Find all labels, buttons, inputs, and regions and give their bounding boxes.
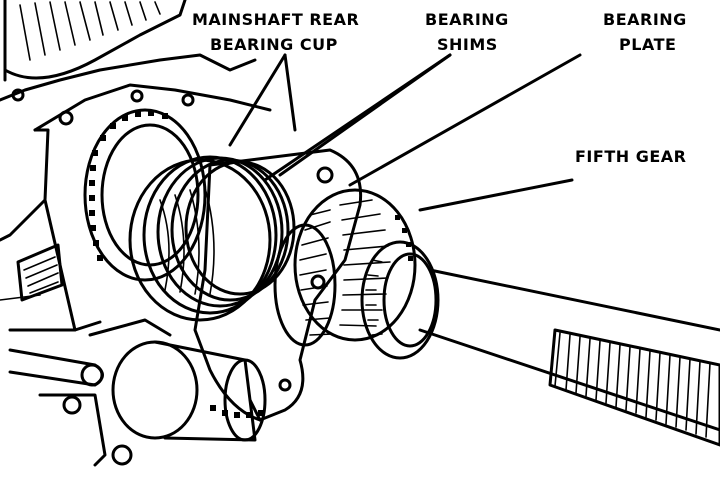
shift-lever	[8, 318, 172, 467]
mainshaft	[418, 268, 720, 447]
leader-bearing-shims-2	[278, 53, 452, 177]
transmission-case	[0, 53, 272, 332]
shaft-collar	[360, 240, 440, 360]
leader-bearing-plate	[348, 53, 582, 187]
label-mainshaft-rear-line1: MAINSHAFT REAR	[192, 10, 359, 29]
label-bearing-plate-line1: BEARING	[603, 10, 687, 29]
leader-mainshaft-rear-2	[283, 53, 297, 132]
label-bearing-shims-line1: BEARING	[425, 10, 509, 29]
label-bearing-plate-line2: PLATE	[619, 35, 676, 54]
upper-gear-fragment	[3, 0, 187, 82]
label-fifth-gear: FIFTH GEAR	[575, 147, 686, 166]
leader-lines	[228, 53, 582, 212]
label-bearing-shims-line2: SHIMS	[437, 35, 498, 54]
fifth-gear	[273, 188, 417, 347]
leader-fifth-gear	[418, 178, 574, 212]
label-mainshaft-rear-line2: BEARING CUP	[210, 35, 338, 54]
bearing-shim-stack	[128, 155, 296, 322]
callout-labels: MAINSHAFT REAR BEARING CUP BEARING SHIMS…	[192, 10, 687, 166]
countershaft-bearing	[111, 340, 267, 442]
leader-mainshaft-rear	[228, 53, 287, 147]
